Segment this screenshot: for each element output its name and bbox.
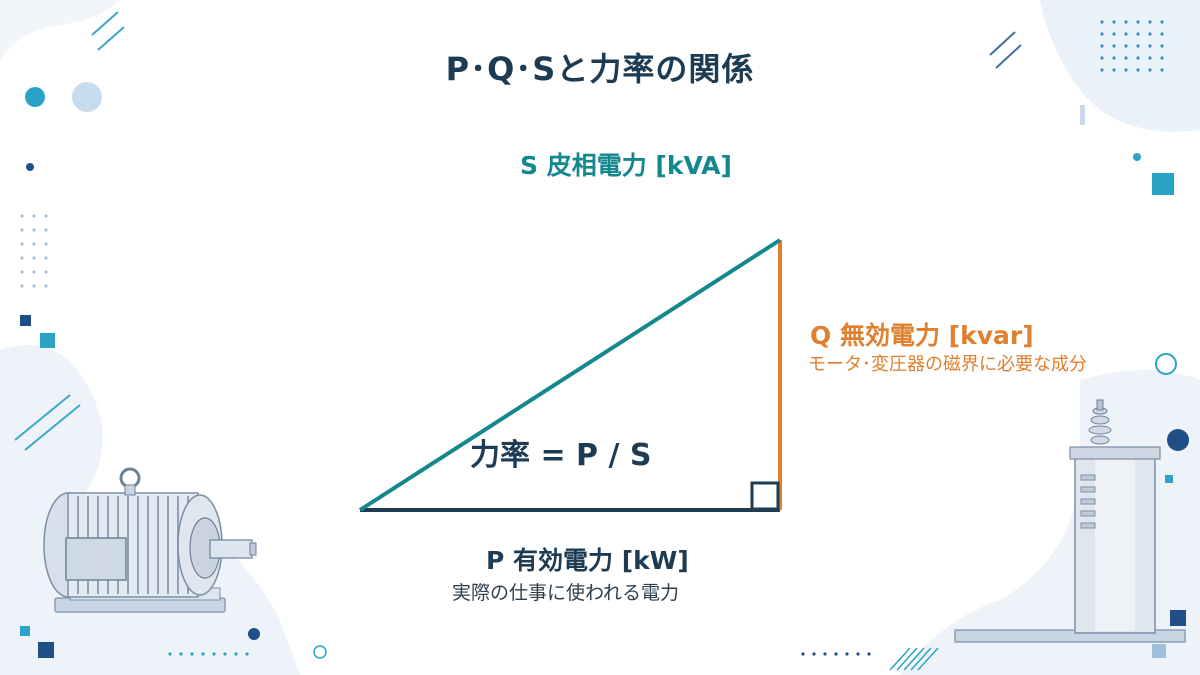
active-power-label: P 有効電力 [kW]: [486, 546, 689, 575]
page-title: P･Q･Sと力率の関係: [445, 50, 755, 88]
power-factor-formula: 力率 = P / S: [470, 438, 652, 473]
apparent-power-label: S 皮相電力 [kVA]: [520, 151, 732, 180]
transformer-illustration: [954, 399, 1186, 643]
apparent-power-side: [358, 238, 782, 512]
active-power-note: 実際の仕事に使われる電力: [452, 582, 680, 604]
motor-illustration: [43, 467, 257, 613]
reactive-power-label: Q 無効電力 [kvar]: [810, 321, 1034, 350]
reactive-power-note: モータ･変圧器の磁界に必要な成分: [808, 354, 1087, 375]
right-angle-marker: [750, 481, 780, 511]
